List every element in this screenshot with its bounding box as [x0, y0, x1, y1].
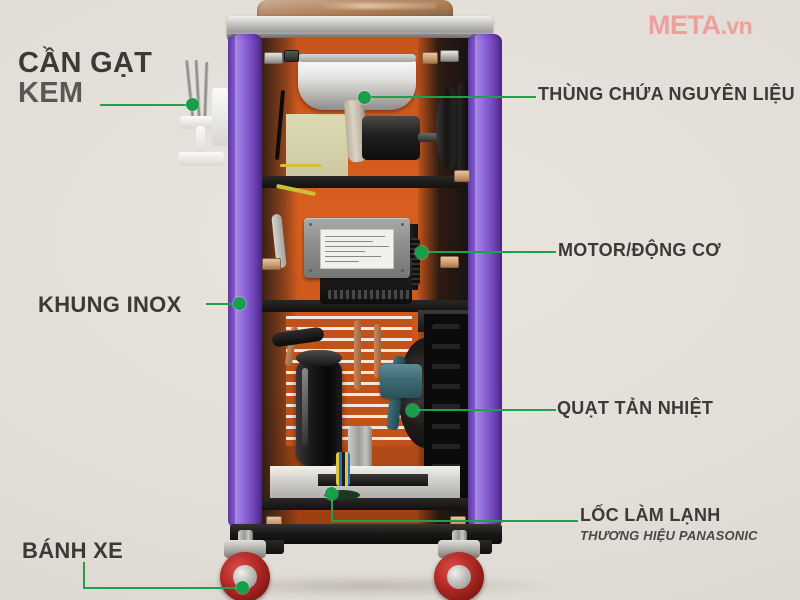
label-quat-tan-nhiet: QUẠT TẢN NHIỆT	[557, 398, 713, 419]
leader-line-banh-xe-horizontal	[83, 587, 241, 589]
compressor-top	[296, 350, 342, 366]
shelf-upper	[258, 176, 470, 188]
leader-line-khung-inox	[206, 303, 240, 305]
label-motor-dong-co: MOTOR/ĐỘNG CƠ	[558, 240, 721, 261]
label-quat-text: QUẠT TẢN NHIỆT	[557, 398, 714, 418]
latch-clip	[440, 50, 459, 62]
drip-pan-pad	[324, 490, 360, 500]
watermark-brand: META	[648, 10, 721, 40]
machine-interior	[258, 38, 470, 524]
wire-yellow-top	[280, 164, 322, 167]
leader-dot-thung-chua	[358, 91, 371, 104]
label-khung-inox-text: KHUNG INOX	[38, 292, 182, 317]
leader-dot-banh-xe	[236, 581, 249, 594]
shelf-lower	[258, 300, 470, 312]
compressor	[296, 356, 342, 468]
gearbox	[362, 116, 420, 160]
fan-motor	[380, 364, 422, 398]
wiring-diagram-label	[320, 229, 394, 269]
leader-dot-khung-inox	[233, 297, 246, 310]
leader-dot-loc-lam-lanh	[325, 487, 338, 500]
latch-clip	[264, 52, 283, 64]
latch-clip	[284, 50, 299, 62]
leader-line-banh-xe-vertical	[83, 562, 85, 589]
label-thung-chua-nguyen-lieu: THÙNG CHỨA NGUYÊN LIỆU	[538, 84, 795, 105]
frame-post-right	[468, 34, 502, 528]
chassis-bar	[230, 524, 502, 544]
leader-line-motor	[423, 251, 556, 253]
watermark-tld: .vn	[720, 13, 753, 39]
leader-line-thung-chua	[366, 96, 536, 98]
label-motor-text: MOTOR/ĐỘNG CƠ	[558, 240, 721, 260]
wire-bundle	[336, 452, 350, 486]
ice-cream-machine	[220, 0, 508, 600]
leader-dot-quat	[406, 404, 419, 417]
leader-line-can-gat-kem	[100, 104, 196, 106]
meta-vn-watermark: META.vn	[648, 10, 753, 41]
motor-mount	[328, 290, 410, 299]
compressor-highlight	[302, 368, 308, 446]
latch-clip	[422, 52, 438, 64]
leader-line-loc-vertical	[331, 495, 333, 522]
control-box	[304, 218, 410, 278]
base-plate-rail	[318, 474, 428, 486]
interior-left-shade	[258, 38, 298, 524]
stainless-rim	[227, 16, 493, 38]
label-can-gat-kem-line2: KEM	[18, 77, 84, 109]
drive-pulley	[436, 86, 462, 170]
stainless-rim-edge	[227, 34, 493, 41]
drive-shaft	[418, 133, 440, 142]
label-banh-xe-text: BÁNH XE	[22, 538, 124, 563]
frame-post-left	[228, 34, 262, 528]
label-loc-sub: THƯƠNG HIỆU PANASONIC	[580, 528, 758, 543]
shelf-bottom	[258, 498, 470, 510]
hopper-band	[298, 54, 416, 62]
label-thung-chua-text: THÙNG CHỨA NGUYÊN LIỆU	[538, 84, 795, 104]
latch-clip	[440, 256, 459, 268]
latch-clip	[454, 170, 470, 182]
drive-belt	[458, 82, 469, 174]
leader-dot-can-gat-kem	[186, 98, 199, 111]
label-loc-lam-lanh: LỐC LÀM LẠNH THƯƠNG HIỆU PANASONIC	[580, 505, 758, 543]
leader-line-quat	[414, 409, 556, 411]
label-banh-xe: BÁNH XE	[22, 538, 123, 564]
label-loc-text: LỐC LÀM LẠNH	[580, 505, 721, 525]
leader-line-loc-horizontal	[331, 520, 578, 522]
label-can-gat-kem: CẦN GẠT KEM	[18, 48, 152, 108]
leader-dot-motor	[415, 246, 428, 259]
label-khung-inox: KHUNG INOX	[38, 292, 182, 318]
label-can-gat-kem-line1: CẦN GẠT	[18, 47, 153, 79]
latch-clip	[262, 258, 281, 270]
cream-scraper-lever	[178, 59, 228, 178]
